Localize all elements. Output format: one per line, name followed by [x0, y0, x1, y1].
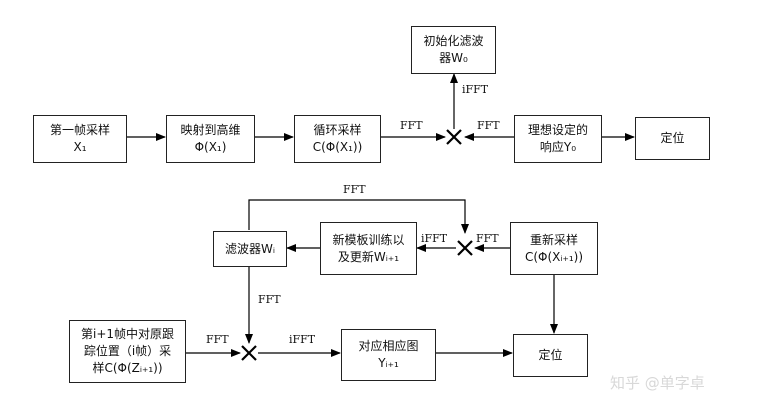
new-template-box: 新模板训练以 及更新Wᵢ₊₁ — [320, 222, 417, 275]
correlation-map-line2: Yᵢ₊₁ — [378, 356, 399, 370]
multiply-node-bottom — [241, 345, 257, 361]
watermark: 知乎 @单字卓 — [610, 374, 705, 392]
label-fft-circ: FFT — [400, 119, 423, 132]
label-ifft-top: iFFT — [462, 83, 489, 96]
label-fft-ideal: FFT — [477, 119, 500, 132]
first-frame-line2: X₁ — [73, 140, 87, 154]
new-template-line2: 及更新Wᵢ₊₁ — [337, 249, 400, 264]
map-high-dim-line2: Φ(X₁) — [194, 140, 227, 154]
frame-i1-line1: 第i+1帧中对原跟 — [80, 327, 175, 341]
map-high-dim-line1: 映射到高维 — [180, 123, 241, 137]
ideal-response-box: 理想设定的 响应Y₀ — [514, 115, 602, 163]
resample-box: 重新采样 C(Φ(Xᵢ₊₁)) — [510, 222, 598, 275]
filter-wi-label: 滤波器Wᵢ — [224, 241, 275, 256]
correlation-map-box: 对应相应图 Yᵢ₊₁ — [341, 329, 436, 381]
map-high-dim-box: 映射到高维 Φ(X₁) — [166, 115, 255, 163]
label-fft-bottom-left: FFT — [206, 333, 229, 346]
frame-i1-line2: 踪位置（i帧）采 — [83, 344, 172, 358]
first-frame-line1: 第一帧采样 — [49, 123, 110, 137]
circular-sample-box: 循环采样 C(Φ(X₁)) — [294, 115, 381, 163]
label-fft-resample: FFT — [476, 232, 499, 245]
new-template-line1: 新模板训练以 — [332, 232, 405, 247]
correlation-map-line1: 对应相应图 — [358, 339, 419, 353]
locate-bottom-box: 定位 — [513, 334, 588, 377]
frame-i1-line3: 样C(Φ(Zᵢ₊₁)) — [92, 361, 163, 375]
arrow-filter-loop — [248, 199, 469, 234]
init-filter-box: 初始化滤波 器W₀ — [411, 26, 496, 74]
filter-wi-box: 滤波器Wᵢ — [213, 231, 287, 267]
multiply-node-top — [446, 129, 462, 145]
resample-line2: C(Φ(Xᵢ₊₁)) — [524, 249, 584, 264]
locate-top-label: 定位 — [660, 131, 685, 145]
label-ifft-mid: iFFT — [421, 232, 448, 245]
init-filter-line1: 初始化滤波 — [423, 34, 484, 48]
circular-sample-line2: C(Φ(X₁)) — [312, 140, 363, 154]
ideal-response-line1: 理想设定的 — [527, 123, 588, 137]
first-frame-box: 第一帧采样 X₁ — [33, 115, 127, 163]
multiply-node-middle — [457, 240, 473, 256]
resample-line1: 重新采样 — [529, 232, 578, 247]
ideal-response-line2: 响应Y₀ — [539, 140, 577, 154]
circular-sample-line1: 循环采样 — [313, 123, 362, 137]
locate-bottom-label: 定位 — [538, 348, 563, 362]
init-filter-line2: 器W₀ — [439, 51, 468, 65]
locate-top-box: 定位 — [635, 117, 710, 160]
label-fft-loop: FFT — [343, 183, 366, 196]
frame-i1-box: 第i+1帧中对原跟 踪位置（i帧）采 样C(Φ(Zᵢ₊₁)) — [69, 320, 186, 383]
label-fft-filter-down: FFT — [258, 293, 281, 306]
label-ifft-bottom: iFFT — [289, 333, 316, 346]
